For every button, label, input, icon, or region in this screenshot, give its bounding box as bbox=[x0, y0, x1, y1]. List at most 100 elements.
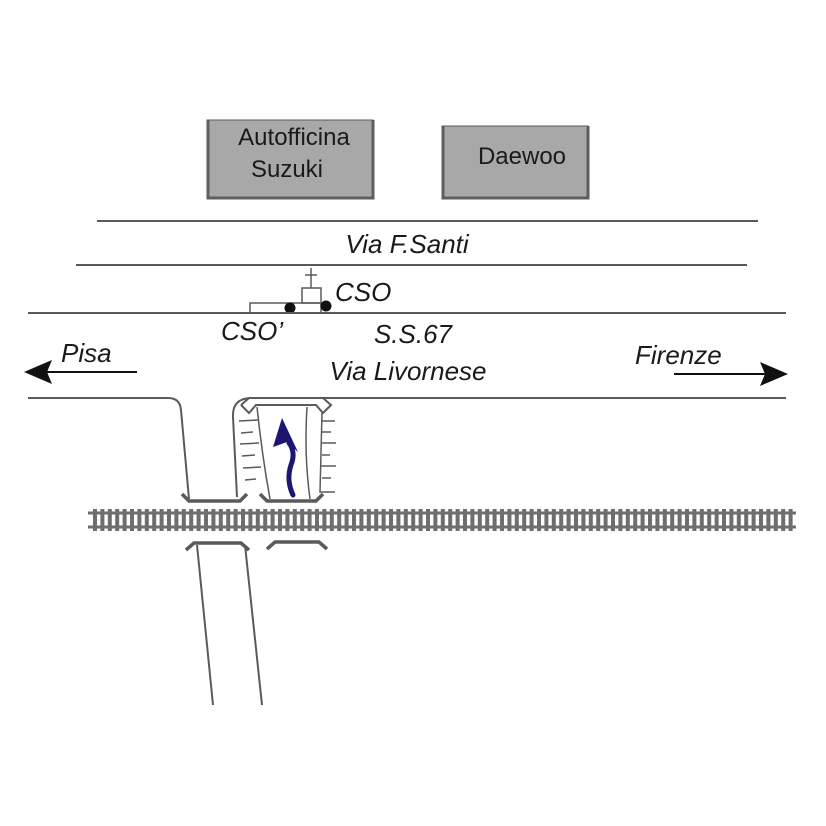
railway-tie bbox=[788, 509, 793, 531]
railway-tie bbox=[537, 509, 541, 531]
railway-tie bbox=[603, 509, 608, 531]
railway-tie bbox=[337, 509, 342, 531]
railway-tie bbox=[152, 509, 157, 531]
pedestrian-underpass bbox=[238, 397, 336, 500]
railway-tie bbox=[144, 509, 149, 531]
railway-tie bbox=[263, 509, 268, 531]
railway-tie bbox=[403, 509, 408, 531]
railway-tie bbox=[411, 509, 416, 531]
railway-tie bbox=[218, 509, 223, 531]
railway-tie bbox=[122, 509, 127, 531]
railway-tie bbox=[611, 509, 615, 531]
railway-tie bbox=[130, 509, 134, 531]
building-label-line2: Suzuki bbox=[251, 156, 323, 183]
railway-tie bbox=[270, 509, 275, 531]
railway-tie bbox=[714, 509, 719, 531]
building-label: Daewoo bbox=[478, 143, 566, 170]
railway-tie bbox=[344, 509, 349, 531]
building-autofficina-suzuki: Autofficina Suzuki bbox=[206, 119, 375, 200]
railway-tie bbox=[440, 509, 445, 531]
railway-tie bbox=[418, 509, 423, 531]
railway-tie bbox=[307, 509, 312, 531]
south-road-right-edge bbox=[244, 544, 263, 706]
street-label-via-livornese: Via Livornese bbox=[329, 356, 486, 386]
bridge-edge-right-bottom bbox=[265, 540, 329, 551]
street-label-via-fsanti: Via F.Santi bbox=[345, 229, 470, 259]
railway-tie bbox=[588, 509, 593, 531]
railway-tie bbox=[278, 509, 282, 531]
railway-tie bbox=[759, 509, 763, 531]
railway-tie bbox=[751, 509, 756, 531]
railway-tie bbox=[93, 509, 97, 531]
railway-tie bbox=[389, 509, 393, 531]
station-label-cso-prime: CSO’ bbox=[221, 316, 284, 346]
railway-tie bbox=[655, 509, 660, 531]
railway-tie bbox=[300, 509, 305, 531]
arrow-right-icon bbox=[760, 362, 788, 386]
railway-tie bbox=[381, 509, 386, 531]
railway-tie bbox=[181, 509, 186, 531]
railway-tie bbox=[366, 509, 371, 531]
south-road-left-edge bbox=[196, 544, 214, 706]
railway-tie bbox=[729, 509, 734, 531]
railway-tie bbox=[463, 509, 467, 531]
railway-tie bbox=[100, 509, 105, 531]
railway-tie bbox=[204, 509, 208, 531]
railway-tie bbox=[137, 509, 142, 531]
railway-tie bbox=[662, 509, 667, 531]
railway-tie bbox=[559, 509, 564, 531]
railway-tie bbox=[522, 509, 527, 531]
railway-tie bbox=[529, 509, 534, 531]
railway-tie bbox=[736, 509, 741, 531]
railway-tie bbox=[685, 509, 689, 531]
railway-tie bbox=[596, 509, 601, 531]
railway-tie bbox=[292, 509, 297, 531]
railway-tie bbox=[640, 509, 645, 531]
railway-tie bbox=[211, 509, 216, 531]
station-cso-marker bbox=[320, 300, 332, 312]
railway-tie bbox=[167, 509, 171, 531]
railway-tie bbox=[115, 509, 120, 531]
railway-tie bbox=[566, 509, 571, 531]
station-cso-prime-marker bbox=[284, 302, 296, 314]
railway-tie bbox=[455, 509, 460, 531]
railway-tie bbox=[507, 509, 512, 531]
railway-tie bbox=[551, 509, 556, 531]
railway-tie bbox=[426, 509, 430, 531]
railway-tie bbox=[359, 509, 364, 531]
direction-label-pisa: Pisa bbox=[61, 338, 112, 368]
railway-tie bbox=[448, 509, 453, 531]
ss67-bottom-edge-right bbox=[231, 397, 786, 498]
railway-tie bbox=[500, 509, 504, 531]
street-label-ss67: S.S.67 bbox=[374, 319, 454, 349]
railway-tie bbox=[625, 509, 630, 531]
direction-firenze: Firenze bbox=[635, 340, 788, 386]
railway-tie bbox=[189, 509, 194, 531]
railway-tie bbox=[773, 509, 778, 531]
railway-tie bbox=[574, 509, 578, 531]
railway-tie bbox=[544, 509, 549, 531]
railway-tie bbox=[618, 509, 623, 531]
railway-track bbox=[88, 509, 796, 531]
railway-tie bbox=[396, 509, 401, 531]
railway-tie bbox=[677, 509, 682, 531]
railway-tie bbox=[285, 509, 290, 531]
railway-tie bbox=[196, 509, 201, 531]
railway-tie bbox=[692, 509, 697, 531]
railway-tie bbox=[722, 509, 726, 531]
bridge-edge-left-top bbox=[180, 492, 249, 503]
route-arrow-icon bbox=[273, 418, 298, 498]
station-label-cso: CSO bbox=[335, 277, 391, 307]
railway-tie bbox=[107, 509, 112, 531]
railway-tie bbox=[707, 509, 712, 531]
railway-tie bbox=[670, 509, 675, 531]
railway-tie bbox=[315, 509, 319, 531]
railway-tie bbox=[159, 509, 164, 531]
railway-tie bbox=[470, 509, 475, 531]
railway-tie bbox=[226, 509, 231, 531]
building-label-line1: Autofficina bbox=[238, 124, 350, 151]
railway-tie bbox=[633, 509, 638, 531]
railway-tie bbox=[374, 509, 379, 531]
railway-tie bbox=[329, 509, 334, 531]
